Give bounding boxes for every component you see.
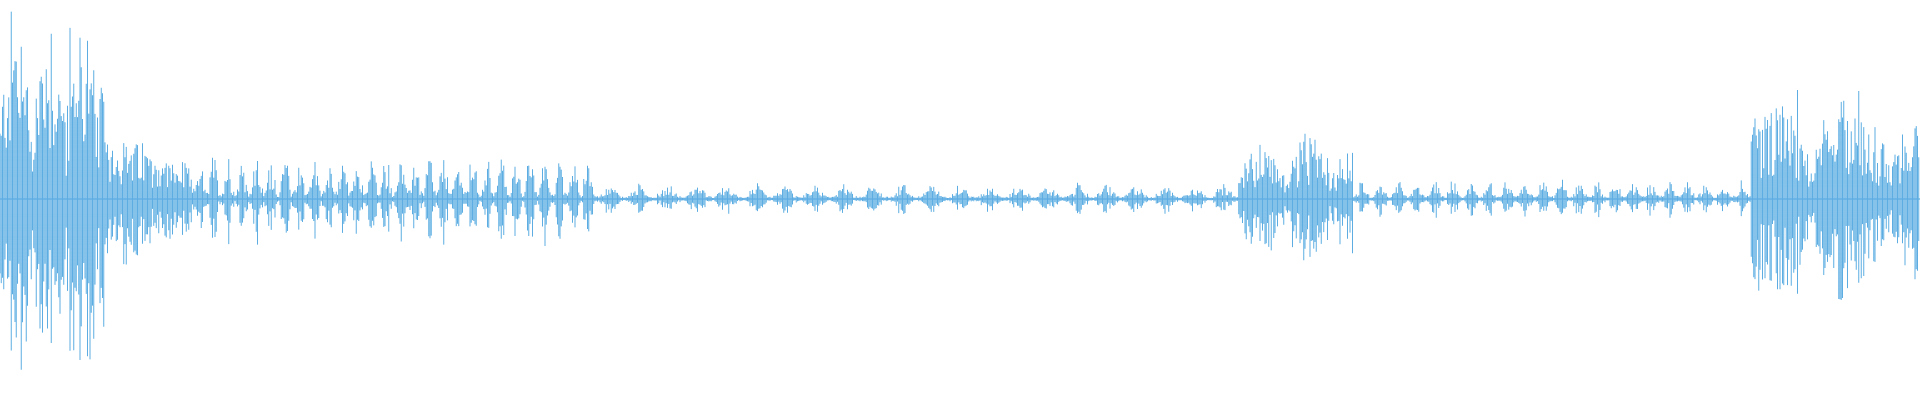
waveform-bars (0, 11, 1920, 370)
waveform-path (0, 11, 1920, 370)
